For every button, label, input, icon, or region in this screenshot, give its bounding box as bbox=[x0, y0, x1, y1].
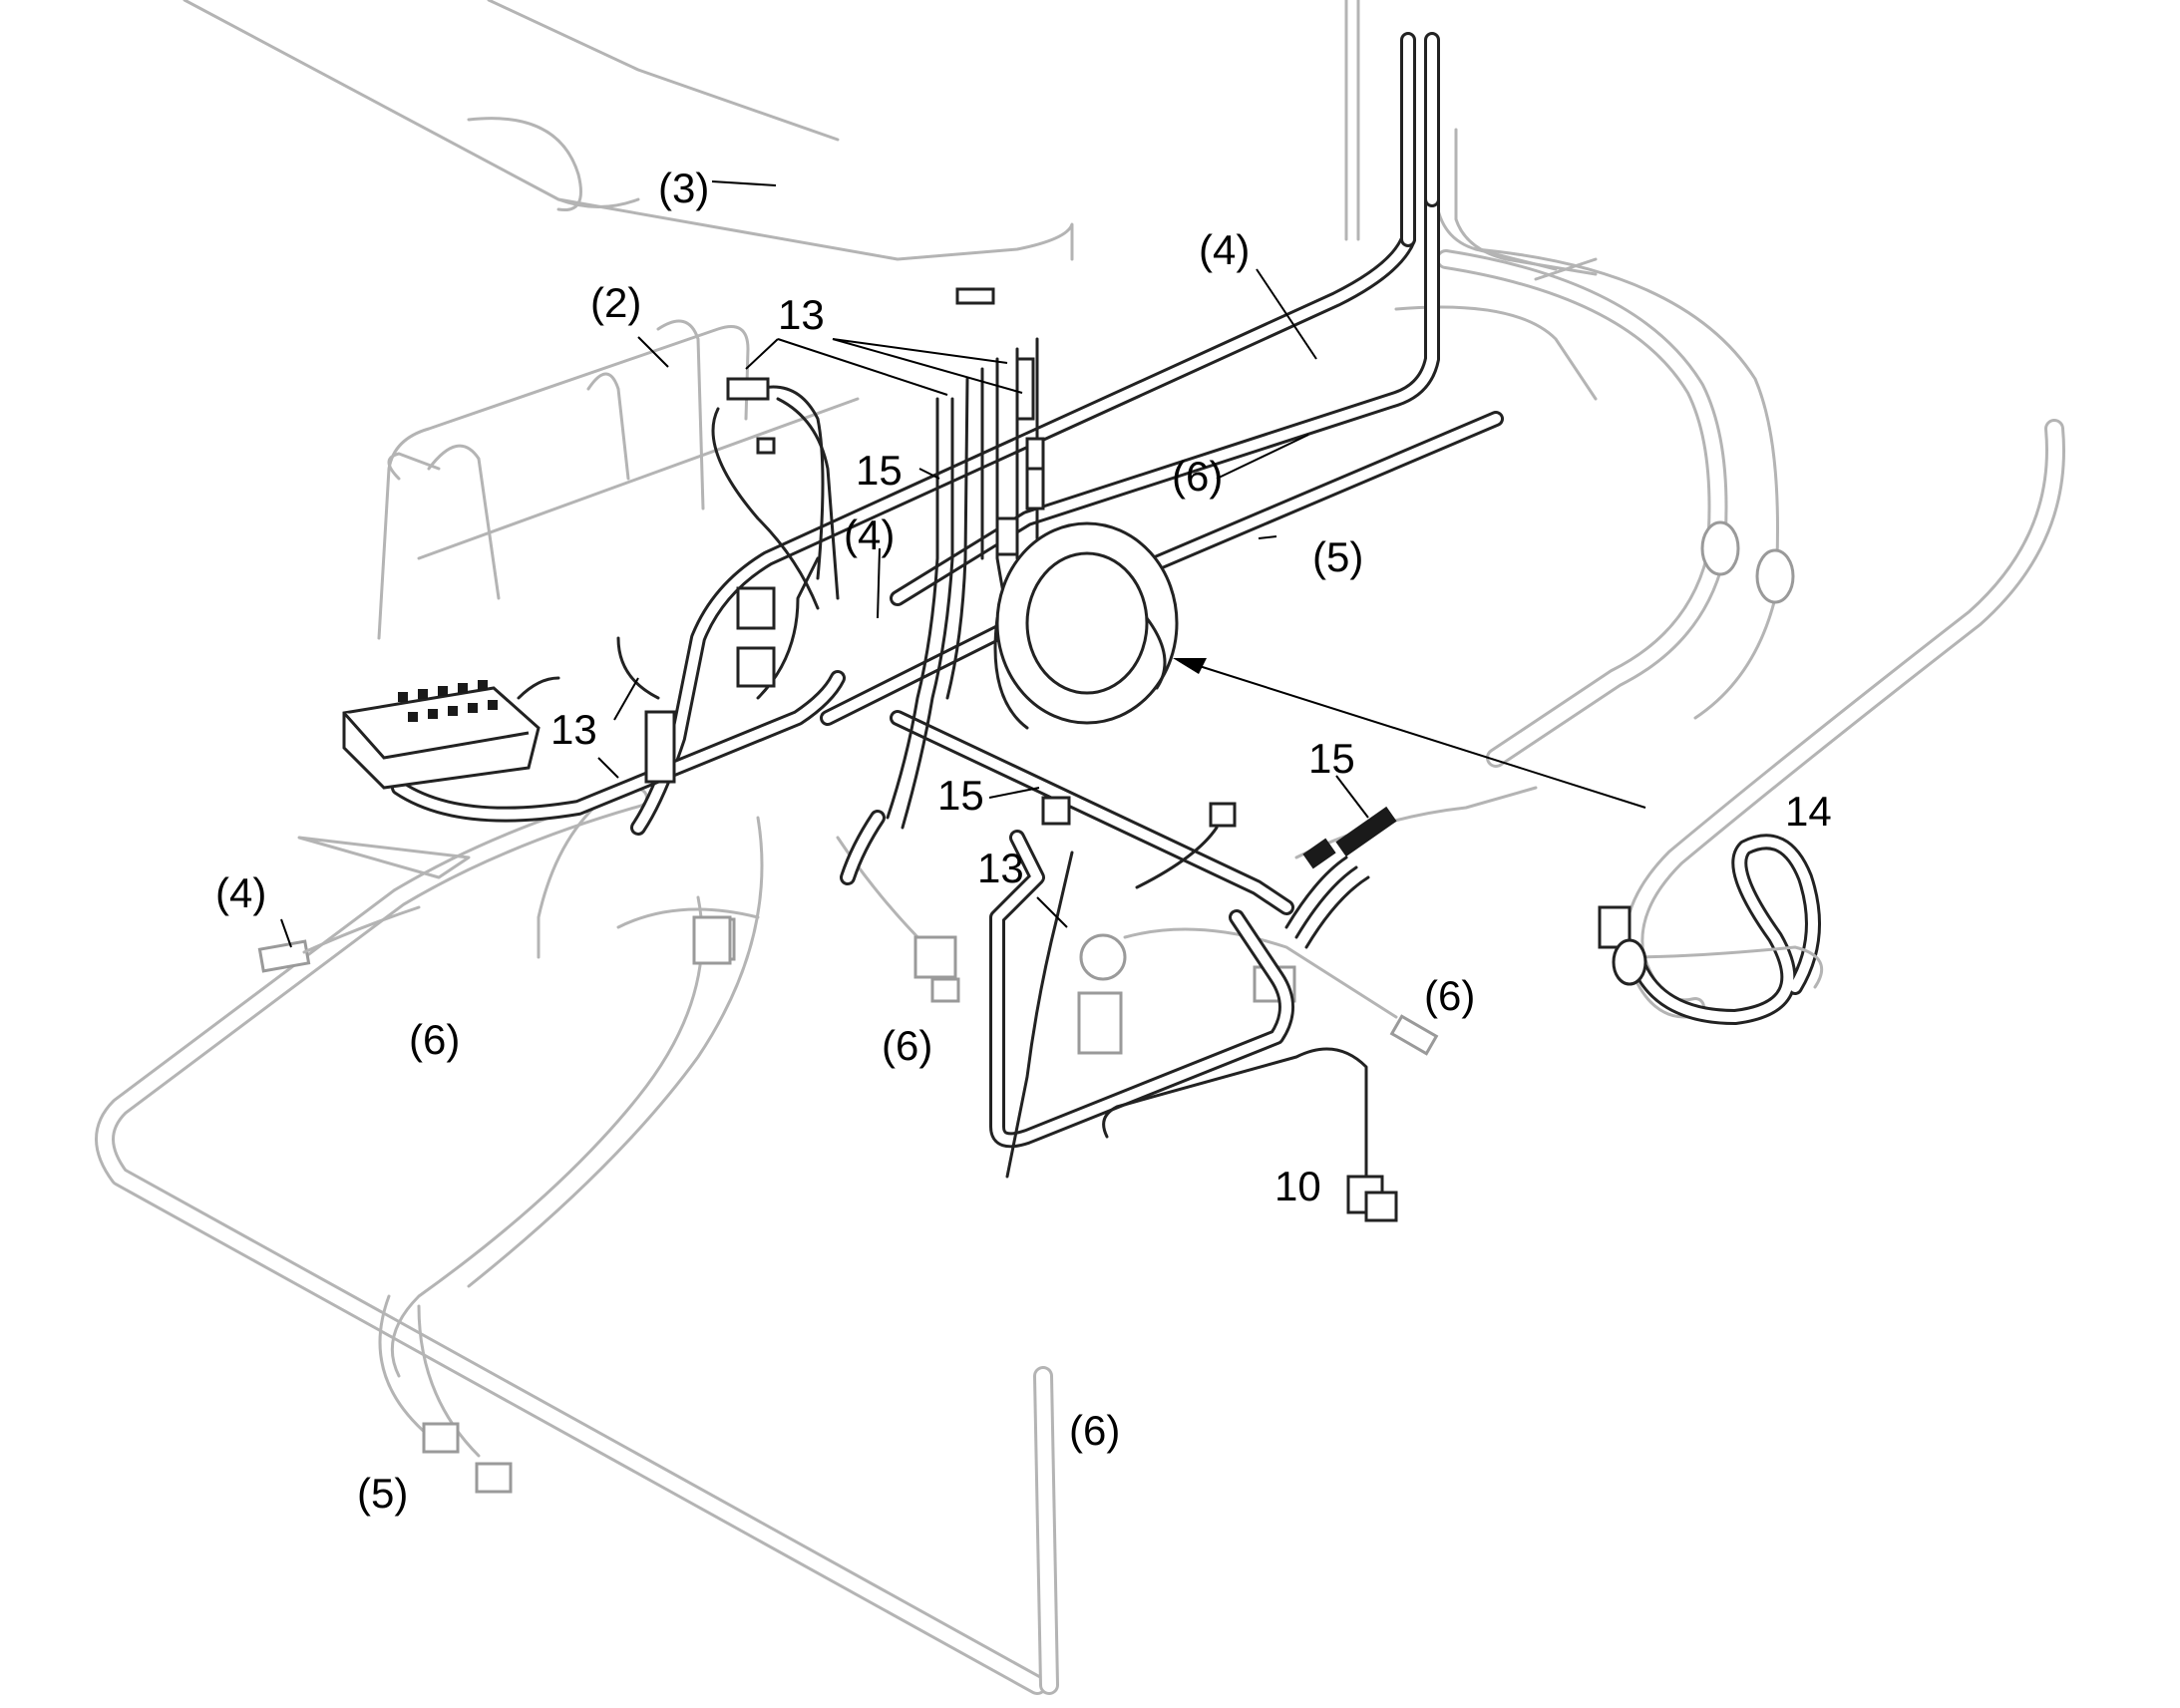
round-sensor bbox=[1079, 933, 1127, 981]
grommet bbox=[1700, 520, 1740, 576]
callout-5-bottom: (5) bbox=[357, 1470, 408, 1517]
connector-15-upper-e bbox=[1025, 467, 1045, 511]
part-14-harness bbox=[1598, 419, 2065, 1025]
connector-6-right bbox=[1389, 1014, 1439, 1056]
relay-b bbox=[736, 646, 776, 688]
connector-15-right-b bbox=[1302, 838, 1336, 869]
callout-13-lower: 13 bbox=[977, 845, 1024, 891]
callout-10: 10 bbox=[1274, 1163, 1321, 1209]
callout-2: (2) bbox=[590, 279, 641, 326]
callout-13-top: 13 bbox=[778, 291, 825, 338]
connector-15-upper-b bbox=[1015, 357, 1035, 421]
grommet bbox=[1755, 548, 1795, 604]
connector-6-center bbox=[913, 935, 957, 979]
connector-ghost-mid bbox=[692, 915, 732, 965]
callout-4-mid: (4) bbox=[844, 512, 895, 558]
callout-13-left: 13 bbox=[550, 706, 597, 753]
connector-5-b bbox=[475, 1462, 513, 1494]
callout-3: (3) bbox=[658, 165, 709, 211]
connector-13-top-b bbox=[756, 437, 776, 455]
highlighted-harness bbox=[342, 32, 1504, 1222]
callout-4-top: (4) bbox=[1199, 226, 1250, 273]
callout-6-right: (6) bbox=[1424, 972, 1475, 1019]
arrow-head bbox=[1173, 658, 1207, 674]
callout-5-right: (5) bbox=[1312, 533, 1363, 580]
callout-14: 14 bbox=[1785, 788, 1832, 835]
callout-6-upper: (6) bbox=[1172, 453, 1223, 500]
callout-4-left: (4) bbox=[215, 869, 266, 916]
callout-labels: (3) (2) 13 (4) (6) 15 (4) (5) 13 15 15 1… bbox=[215, 165, 1832, 1517]
relay-a bbox=[736, 586, 776, 630]
connector-13-lower bbox=[1209, 802, 1237, 828]
callout-6-center: (6) bbox=[882, 1022, 932, 1069]
connector-15-mid bbox=[1041, 796, 1071, 826]
callout-6-left: (6) bbox=[409, 1016, 460, 1063]
fuse-box-fuses bbox=[398, 680, 498, 722]
connector-6-center-b bbox=[930, 977, 960, 1003]
callout-15-right: 15 bbox=[1308, 735, 1355, 782]
connector-15-upper-d bbox=[995, 516, 1019, 556]
connector-15-upper-c bbox=[1025, 437, 1045, 471]
dsub-connector bbox=[644, 710, 676, 784]
callout-15-upper: 15 bbox=[856, 447, 903, 494]
connector-5-a bbox=[422, 1422, 460, 1454]
connector-15-upper-a bbox=[955, 287, 995, 305]
connector-10-b bbox=[1364, 1191, 1398, 1222]
callout-6-bottom: (6) bbox=[1069, 1407, 1120, 1454]
grommet-14 bbox=[1612, 938, 1647, 986]
callout-15-mid: 15 bbox=[937, 772, 984, 819]
context-frame bbox=[95, 0, 1795, 1695]
connector-15-right bbox=[1335, 806, 1397, 857]
leader-lines bbox=[280, 180, 1646, 948]
connector-13-top-a bbox=[726, 377, 770, 401]
connector-block-ghost bbox=[1077, 991, 1123, 1055]
